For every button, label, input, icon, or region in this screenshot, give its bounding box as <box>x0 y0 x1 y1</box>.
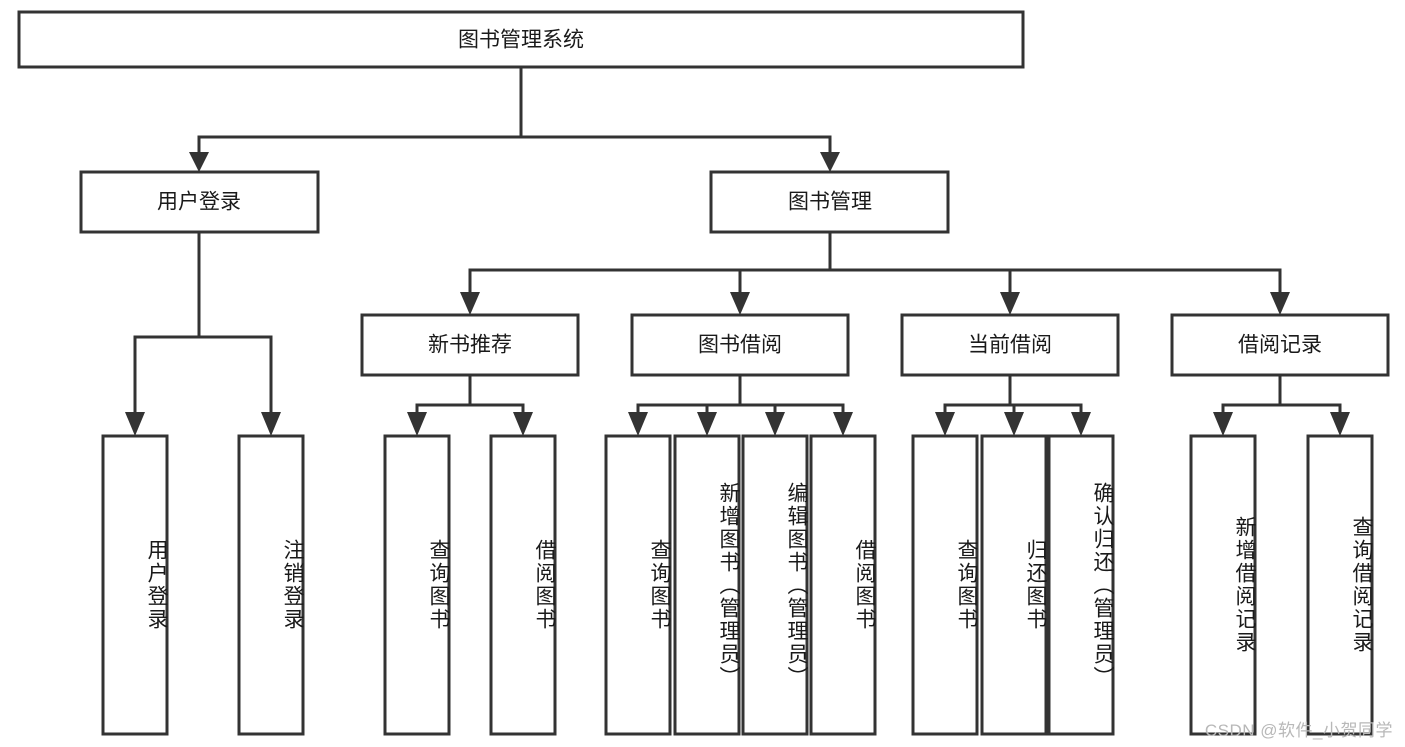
arrow-book-mgmt-child-3 <box>1000 292 1020 315</box>
node-leaf-borrow-book-box[interactable] <box>809 434 877 736</box>
node-leaf-add-record-box[interactable] <box>1189 434 1257 736</box>
node-leaf-user-login-box[interactable] <box>101 434 169 736</box>
node-book-borrow-box[interactable] <box>630 313 850 377</box>
node-leaf-logout-box[interactable] <box>237 434 305 736</box>
node-layer: 图书管理系统 用户登录 图书管理 新书推荐 图书借阅 当前借阅 借阅记录 <box>17 10 1390 736</box>
arrow-current-leaf-1 <box>935 412 955 436</box>
node-new-book-recommend-box[interactable] <box>360 313 580 377</box>
node-borrow-record-box[interactable] <box>1170 313 1390 377</box>
node-current-borrow-box[interactable] <box>900 313 1120 377</box>
arrow-current-leaf-2 <box>1004 412 1024 436</box>
csdn-watermark: CSDN @软件_小贺同学 <box>1204 721 1393 740</box>
node-leaf-edit-book-box[interactable] <box>741 434 809 736</box>
arrow-current-leaf-3 <box>1071 412 1091 436</box>
node-leaf-query-book-current-box[interactable] <box>911 434 979 736</box>
node-leaf-query-book-rec-box[interactable] <box>383 434 451 736</box>
arrow-recommend-leaf-1 <box>407 412 427 436</box>
node-user-login-label: 用户登录 <box>157 191 241 214</box>
node-new-book-recommend-label: 新书推荐 <box>428 334 512 357</box>
arrow-borrow-leaf-1 <box>628 412 648 436</box>
node-leaf-confirm-return-box[interactable] <box>1047 434 1115 736</box>
node-leaf-return-book-box[interactable] <box>980 434 1048 736</box>
connector-layer <box>125 65 1350 436</box>
arrow-user-login-leaf-1 <box>125 412 145 436</box>
arrow-root-to-user-login <box>189 152 209 172</box>
node-leaf-add-book-box[interactable] <box>673 434 741 736</box>
node-book-borrow-label: 图书借阅 <box>698 334 782 357</box>
node-leaf-query-book-borrow-box[interactable] <box>604 434 672 736</box>
arrow-root-to-book-mgmt <box>820 152 840 172</box>
node-root-label: 图书管理系统 <box>458 29 584 52</box>
arrow-borrow-leaf-3 <box>765 412 785 436</box>
node-user-login-box[interactable] <box>79 170 320 234</box>
node-current-borrow-label: 当前借阅 <box>968 334 1052 357</box>
arrow-borrow-leaf-4 <box>833 412 853 436</box>
arrow-user-login-leaf-2 <box>261 412 281 436</box>
arrow-book-mgmt-child-4 <box>1270 292 1290 315</box>
node-borrow-record-label: 借阅记录 <box>1238 334 1322 357</box>
node-book-mgmt-box[interactable] <box>709 170 950 234</box>
node-leaf-borrow-book-rec-box[interactable] <box>489 434 557 736</box>
node-root-box[interactable] <box>17 10 1025 69</box>
arrow-book-mgmt-child-2 <box>730 292 750 315</box>
arrow-book-mgmt-child-1 <box>460 292 480 315</box>
arrow-record-leaf-2 <box>1330 412 1350 436</box>
arrow-recommend-leaf-2 <box>513 412 533 436</box>
arrow-borrow-leaf-2 <box>697 412 717 436</box>
node-leaf-query-record-box[interactable] <box>1306 434 1374 736</box>
node-book-mgmt-label: 图书管理 <box>788 191 872 214</box>
arrow-record-leaf-1 <box>1213 412 1233 436</box>
